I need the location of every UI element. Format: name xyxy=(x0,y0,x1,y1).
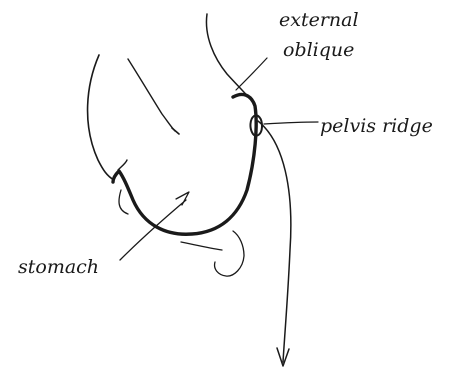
pelvis-ridge-leader xyxy=(264,122,318,124)
belly-notch xyxy=(118,160,127,170)
external-oblique-label-line1: external xyxy=(279,11,359,30)
navel-mark xyxy=(172,128,179,134)
pelvis-ridge-label: pelvis ridge xyxy=(320,117,433,136)
downward-curve xyxy=(258,121,291,362)
torso-right-contour xyxy=(206,14,251,100)
stomach-leader xyxy=(120,200,186,260)
torso-left-contour xyxy=(88,55,114,180)
external-oblique-leader xyxy=(236,58,267,90)
stomach-label: stomach xyxy=(18,258,99,277)
torso-inner-line xyxy=(128,59,175,131)
knee-loop xyxy=(215,231,244,276)
external-oblique-label-line2: oblique xyxy=(283,41,354,60)
stomach-arrowhead xyxy=(176,192,189,205)
thigh-line xyxy=(181,242,222,250)
belly-ridge-contour xyxy=(113,94,256,234)
under-belly-curve-left xyxy=(119,190,128,214)
